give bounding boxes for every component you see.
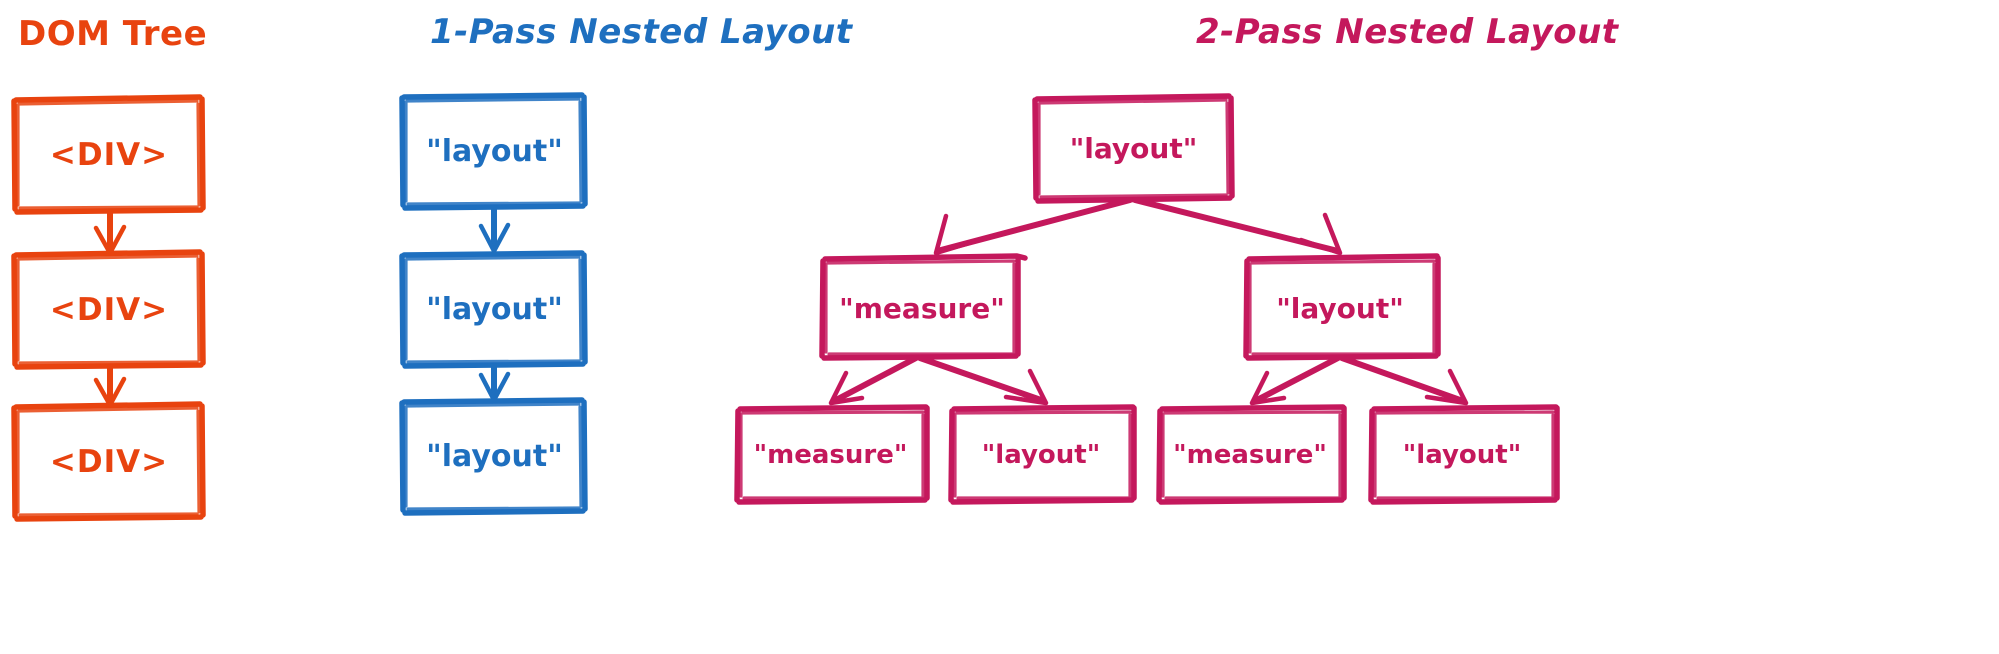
dom-node-3-label: <DIV>: [49, 443, 169, 480]
two-pass-level3-node-1-label: "measure": [753, 440, 908, 470]
two-pass-level2-node-1-label: "measure": [839, 292, 1005, 325]
one-pass-node-2: "layout": [403, 253, 586, 365]
dom-tree-title: DOM Tree: [18, 14, 208, 54]
two-pass-edge-l2left-to-l3-1: [828, 355, 919, 406]
two-pass-level3-node-3: "measure": [1160, 405, 1340, 503]
two-pass-level3-node-2-label: "layout": [981, 440, 1101, 470]
two-pass-level2-node-1: "measure": [824, 256, 1020, 360]
one-pass-arrow-2: [478, 363, 511, 403]
one-pass-node-3: "layout": [403, 400, 586, 512]
two-pass-level3-node-4-label: "layout": [1402, 440, 1522, 470]
dom-node-1: <DIV>: [14, 98, 204, 210]
one-pass-node-2-label: "layout": [426, 292, 563, 327]
two-pass-root-node-label: "layout": [1069, 132, 1198, 165]
one-pass-node-1: "layout": [403, 95, 586, 207]
dom-arrow-1: [93, 209, 127, 256]
dom-node-1-label: <DIV>: [49, 136, 169, 173]
dom-node-3: <DIV>: [14, 405, 204, 517]
two-pass-level2-node-2: "layout": [1248, 256, 1432, 360]
dom-node-2-label: <DIV>: [49, 291, 169, 328]
one-pass-node-3-label: "layout": [426, 439, 563, 474]
one-pass-nested-layout-title: 1-Pass Nested Layout: [430, 12, 853, 52]
two-pass-edge-l2right-to-l3-4: [1339, 355, 1469, 406]
two-pass-nested-layout-title: 2-Pass Nested Layout: [1196, 12, 1619, 52]
two-pass-edge-l2left-to-l3-2: [917, 355, 1049, 406]
one-pass-node-1-label: "layout": [426, 134, 563, 169]
two-pass-edge-root-left: [933, 197, 1133, 256]
two-pass-level2-node-2-label: "layout": [1276, 292, 1404, 325]
two-pass-edge-l2right-to-l3-3: [1249, 355, 1341, 406]
dom-arrow-2: [93, 364, 127, 408]
one-pass-arrow-1: [478, 205, 511, 254]
two-pass-level3-node-4: "layout": [1372, 405, 1552, 503]
two-pass-level3-node-3-label: "measure": [1173, 440, 1327, 470]
dom-node-2: <DIV>: [14, 253, 204, 365]
two-pass-level3-node-2: "layout": [952, 405, 1130, 503]
two-pass-edge-root-right: [1132, 197, 1343, 256]
two-pass-level3-node-1: "measure": [738, 405, 923, 503]
two-pass-root-node: "layout": [1036, 97, 1231, 199]
